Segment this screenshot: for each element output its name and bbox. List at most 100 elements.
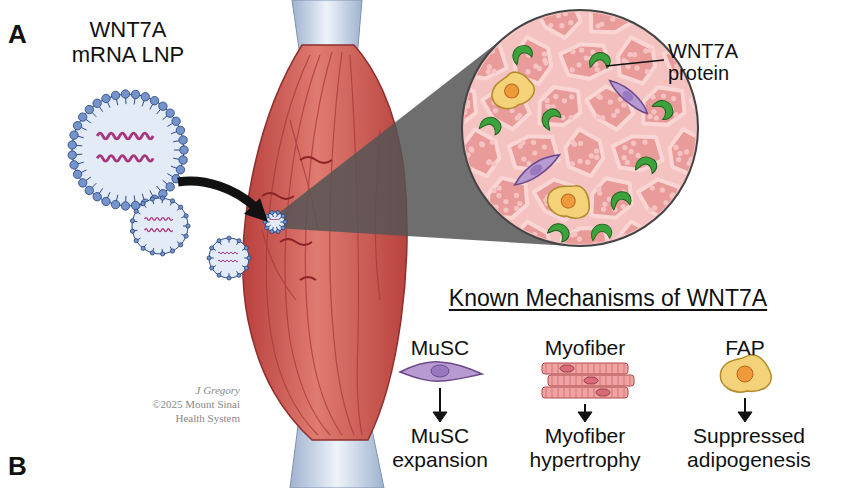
fiber-stripe: [570, 376, 571, 385]
myofibril-dot: [595, 114, 600, 119]
myofibril-dot: [655, 22, 660, 27]
myofibril-dot: [584, 55, 589, 60]
myofibril-dot: [706, 206, 711, 211]
fiber-stripe: [552, 388, 553, 397]
myofibril-dot: [611, 113, 616, 118]
mechanism-arrows-part: [433, 412, 447, 422]
myofibril-dot: [441, 21, 446, 26]
mrna-strand: [97, 133, 153, 139]
myofibril-dot: [728, 252, 733, 257]
myofiber-section: [617, 222, 656, 269]
myofibril-dot: [486, 160, 491, 165]
fap-cell: [486, 67, 538, 113]
myofibril-dot: [699, 232, 704, 237]
lipid-head: [85, 186, 93, 194]
myofiber-section: [487, 0, 529, 32]
myofibril-dot: [493, 108, 498, 113]
myofibril-dot: [596, 23, 601, 28]
musc-cell-part: [528, 162, 545, 177]
myofibril-dot: [747, 240, 752, 245]
myofibril-dot: [485, 253, 490, 258]
myofibril-dot: [538, 248, 543, 253]
myofibril-dot: [708, 22, 713, 27]
myofibril-dot: [545, 104, 550, 109]
musc-cell: [511, 149, 562, 190]
myofibril-dot: [589, 153, 594, 158]
myofibril-dot: [641, 240, 646, 245]
myofibril-dot: [724, 2, 729, 7]
lipid-head: [141, 93, 149, 101]
myofibril-dot: [525, 69, 530, 74]
myofibril-dot: [514, 193, 519, 198]
lipid-head: [210, 266, 214, 270]
lipid-head: [176, 165, 184, 173]
myofibril-dot: [445, 1, 450, 6]
lipid-head: [170, 199, 174, 203]
lipid-head: [141, 246, 145, 250]
fiber-nucleus: [584, 377, 598, 384]
myofibril-dot: [725, 189, 730, 194]
fiber-stripe: [576, 388, 577, 397]
lipid-head: [244, 266, 248, 270]
fiber-stripe: [564, 376, 565, 385]
myofiber-section: [430, 180, 479, 221]
myofibril-dot: [570, 67, 575, 72]
muscle-striations-part: [330, 52, 354, 435]
mechanism-arrows-part: [738, 412, 752, 422]
myofibril-dot: [641, 233, 646, 238]
myofibril-dot: [518, 144, 523, 149]
myofibril-dot: [697, 253, 702, 258]
lipid-head: [244, 246, 248, 250]
myofibril-dot: [469, 59, 474, 64]
myofibril-dot: [439, 94, 444, 99]
myofibril-dot: [466, 239, 471, 244]
lipid-head: [270, 210, 274, 214]
myofibril-dot: [517, 113, 522, 118]
myofibril-dot: [539, 253, 544, 258]
myofibril-dot: [600, 115, 605, 120]
fiber-stripe: [576, 364, 577, 373]
myofibril-dot: [648, 7, 653, 12]
myofibril-dot: [548, 23, 553, 28]
myofibril-dot: [503, 207, 508, 212]
lipid-head: [166, 183, 174, 191]
outcome-text: MuSC expansion: [385, 424, 495, 471]
myofibril-dot: [493, 204, 498, 209]
myofiber-section: [665, 228, 714, 262]
myofibril-dot: [622, 251, 627, 256]
myofiber-section: [591, 178, 631, 218]
myofibril-dot: [678, 151, 683, 156]
lipid-head: [217, 273, 221, 277]
myofibril-dot: [465, 197, 470, 202]
myofibril-dot: [578, 253, 583, 258]
myofibril-dot: [569, 115, 574, 120]
lnp: [207, 236, 251, 280]
lipid-head: [73, 170, 81, 178]
fap-icon-part: [720, 355, 771, 392]
fiber-nucleus: [596, 389, 610, 396]
myofibril-dot: [487, 64, 492, 69]
musc-cell-part: [511, 149, 562, 190]
myofibril-dot: [577, 236, 582, 241]
myofibril-dot: [748, 154, 753, 159]
lnp-core: [72, 94, 184, 206]
myofibril-dot: [490, 49, 495, 54]
myofibril-dot: [508, 20, 513, 25]
lipid-head: [130, 229, 134, 233]
node-label: FAP: [705, 336, 785, 360]
fiber-stripe: [624, 388, 625, 397]
myofibril-dot: [651, 109, 656, 114]
mechanism-arrows-part: [439, 388, 441, 414]
lipid-head: [102, 197, 110, 205]
muscle-striations: [262, 52, 380, 435]
myofibril-dot: [570, 232, 575, 237]
mrna-strand: [97, 156, 153, 162]
myofibril-dot: [573, 252, 578, 257]
myofibril-dot: [650, 185, 655, 190]
myofibril-dot: [648, 18, 653, 23]
lipid-head: [217, 239, 221, 243]
musc-icon-part: [431, 365, 449, 377]
myofiber-section: [456, 44, 507, 78]
myofibril-dot: [532, 150, 537, 155]
myofibril-dot: [617, 9, 622, 14]
